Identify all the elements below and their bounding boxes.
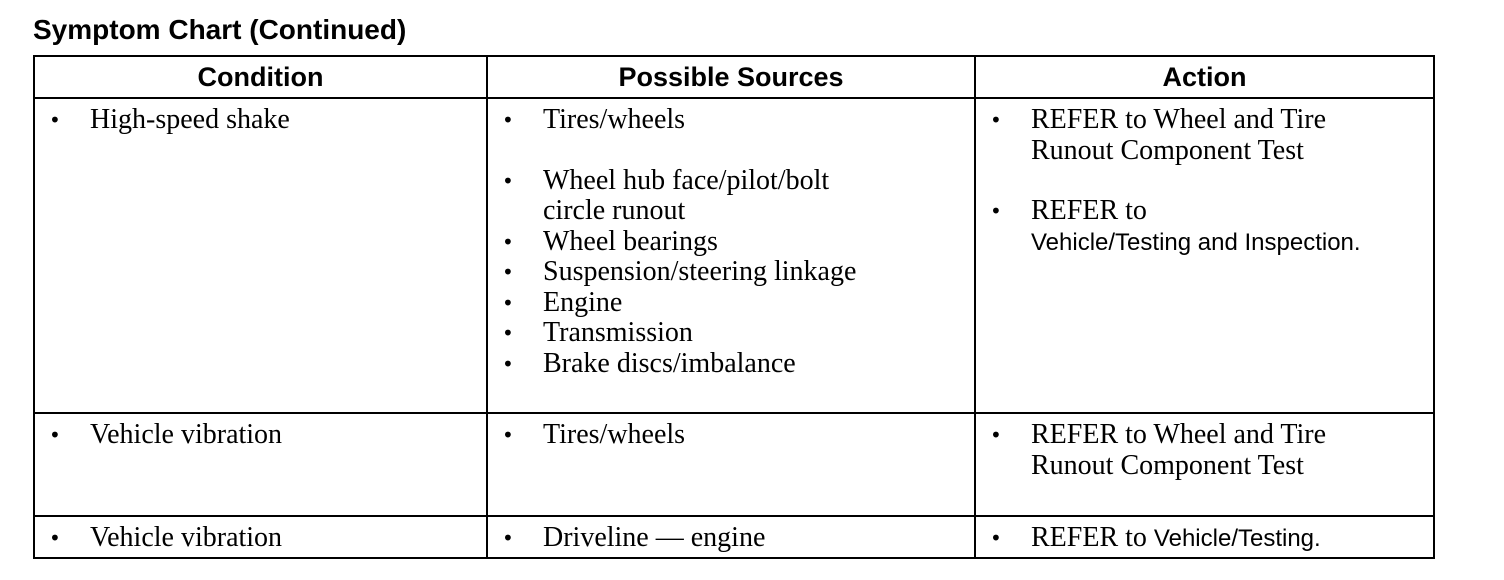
table-header-row: Condition Possible Sources Action bbox=[33, 55, 1435, 99]
source-text: Brake discs/imbalance bbox=[543, 347, 796, 379]
action-text: REFER to bbox=[1031, 522, 1147, 553]
source-text: Engine bbox=[543, 286, 623, 318]
action-cell: • REFER to Vehicle/Testing. bbox=[974, 515, 1435, 559]
bullet-dot-icon: • bbox=[990, 423, 1002, 447]
sources-cell: • Tires/wheels bbox=[486, 412, 976, 517]
bullet-dot-icon: • bbox=[502, 168, 514, 193]
bullet-dot-icon: • bbox=[990, 199, 1002, 223]
bullet-dot-icon: • bbox=[502, 108, 514, 132]
bullet-dot-icon: • bbox=[990, 108, 1002, 132]
source-text: Wheel hub face/pilot/bolt bbox=[543, 164, 830, 196]
bullet-dot-icon: • bbox=[49, 526, 61, 550]
source-text: Suspension/steering linkage bbox=[543, 256, 857, 287]
list-item: • Wheel bearings bbox=[488, 225, 974, 258]
list-item: • Transmission bbox=[488, 317, 974, 349]
condition-cell: • Vehicle vibration bbox=[33, 515, 488, 559]
source-text: Tires/wheels bbox=[543, 104, 686, 135]
page-title: Symptom Chart (Continued) bbox=[33, 14, 407, 45]
list-item: • REFER to Vehicle/Testing and Inspectio… bbox=[976, 195, 1433, 258]
source-group: • Wheel hub face/pilot/bolt circle runou… bbox=[488, 164, 974, 380]
list-item: • Vehicle vibration bbox=[35, 522, 486, 554]
action-text: REFER to Wheel and Tire bbox=[1031, 104, 1327, 135]
action-reference-link[interactable]: Vehicle/Testing. bbox=[1153, 525, 1321, 552]
action-cell: • REFER to Wheel and Tire Runout Compone… bbox=[974, 97, 1435, 414]
action-reference-link[interactable]: Vehicle/Testing and Inspection. bbox=[1031, 228, 1361, 256]
sources-cell: • Tires/wheels • Wheel hub face/pilot/bo… bbox=[486, 97, 976, 414]
bullet-dot-icon: • bbox=[502, 526, 514, 550]
bullet-dot-icon: • bbox=[502, 423, 514, 447]
bullet-dot-icon: • bbox=[990, 526, 1002, 550]
action-text-continued: Runout Component Test bbox=[1031, 134, 1304, 166]
action-group: • REFER to Wheel and Tire Runout Compone… bbox=[976, 104, 1433, 166]
symptom-table: Condition Possible Sources Action • High… bbox=[33, 55, 1435, 559]
condition-text: High-speed shake bbox=[90, 104, 290, 135]
bullet-dot-icon: • bbox=[502, 229, 514, 254]
table-row: • High-speed shake • Tires/wheels bbox=[33, 97, 1435, 414]
bullet-dot-icon: • bbox=[502, 260, 514, 284]
action-text: REFER to bbox=[1031, 195, 1147, 226]
list-item: • REFER to Wheel and Tire Runout Compone… bbox=[976, 104, 1433, 166]
table-row: • Vehicle vibration • Driveline — engine… bbox=[33, 515, 1435, 559]
column-header-possible-sources: Possible Sources bbox=[486, 55, 976, 99]
source-text: Wheel bearings bbox=[543, 225, 718, 257]
action-text: REFER to Wheel and Tire bbox=[1031, 419, 1327, 450]
bullet-dot-icon: • bbox=[49, 108, 61, 132]
condition-cell: • High-speed shake bbox=[33, 97, 488, 414]
list-item: • Tires/wheels bbox=[488, 419, 974, 451]
sources-cell: • Driveline — engine bbox=[486, 515, 976, 559]
list-item: • Brake discs/imbalance bbox=[488, 347, 974, 380]
bullet-dot-icon: • bbox=[502, 351, 514, 376]
bullet-dot-icon: • bbox=[49, 423, 61, 447]
condition-text: Vehicle vibration bbox=[90, 522, 283, 553]
action-cell: • REFER to Wheel and Tire Runout Compone… bbox=[974, 412, 1435, 517]
condition-text: Vehicle vibration bbox=[90, 419, 283, 450]
list-item: • Driveline — engine bbox=[488, 522, 974, 554]
bullet-dot-icon: • bbox=[502, 321, 514, 345]
list-item: • REFER to Vehicle/Testing. bbox=[976, 522, 1433, 555]
column-header-condition: Condition bbox=[33, 55, 488, 99]
source-text-continued: circle runout bbox=[543, 195, 686, 226]
list-item: • Tires/wheels bbox=[488, 104, 974, 136]
bullet-dot-icon: • bbox=[502, 290, 514, 315]
table-row: • Vehicle vibration • Tires/wheels • bbox=[33, 412, 1435, 517]
condition-cell: • Vehicle vibration bbox=[33, 412, 488, 517]
source-text: Transmission bbox=[543, 317, 693, 348]
list-item: • Wheel hub face/pilot/bolt circle runou… bbox=[488, 164, 974, 227]
column-header-action: Action bbox=[974, 55, 1435, 99]
list-item: • REFER to Wheel and Tire Runout Compone… bbox=[976, 419, 1433, 481]
source-text: Driveline — engine bbox=[543, 522, 766, 553]
source-text: Tires/wheels bbox=[543, 419, 686, 450]
list-item: • Vehicle vibration bbox=[35, 419, 486, 451]
list-item: • Engine bbox=[488, 286, 974, 319]
source-group: • Tires/wheels bbox=[488, 104, 974, 136]
action-text-continued: Runout Component Test bbox=[1031, 449, 1304, 481]
action-group: • REFER to Vehicle/Testing and Inspectio… bbox=[976, 195, 1433, 258]
list-item: • High-speed shake bbox=[35, 104, 486, 136]
list-item: • Suspension/steering linkage bbox=[488, 256, 974, 288]
